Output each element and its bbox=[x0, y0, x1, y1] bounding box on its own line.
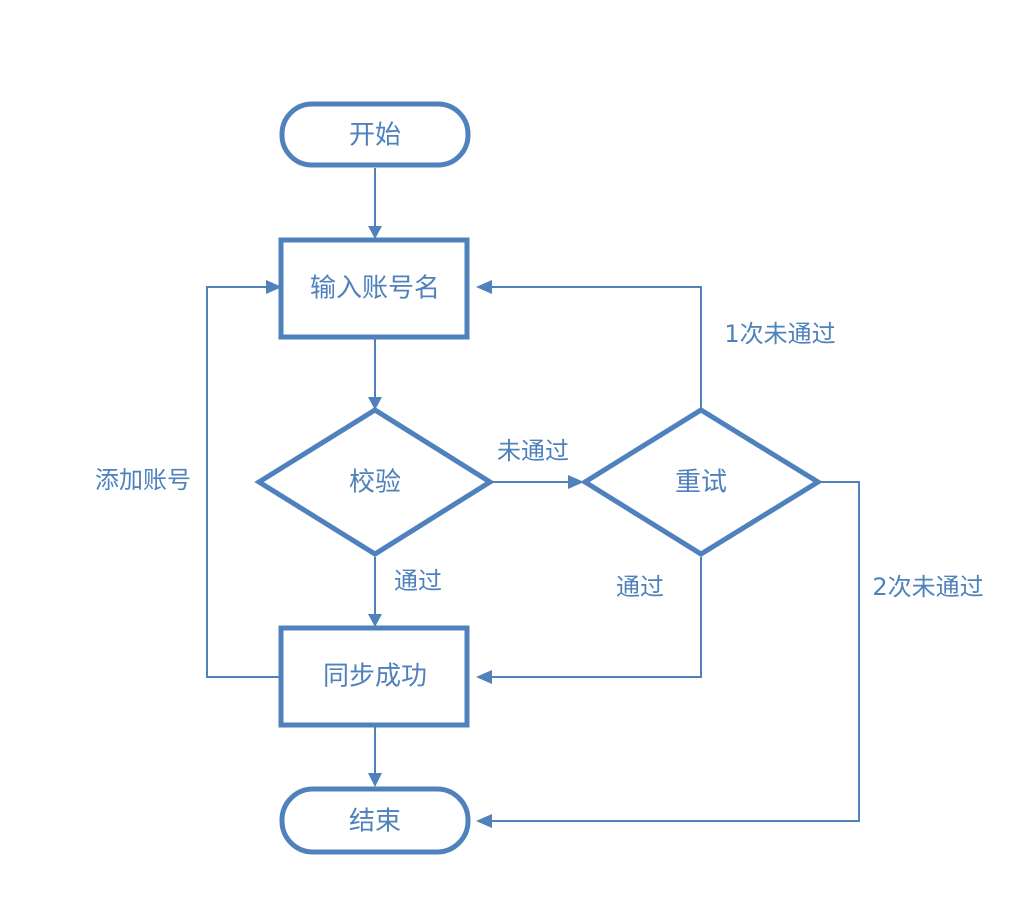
input-account-label: 输入账号名 bbox=[310, 274, 440, 304]
input-account-process bbox=[278, 237, 470, 340]
end-label: 结束 bbox=[349, 807, 401, 837]
sync-success-label: 同步成功 bbox=[323, 662, 427, 692]
edge-retry-passed bbox=[492, 557, 702, 678]
edge-retry-second-fail bbox=[492, 481, 860, 822]
label-add-account: 添加账号 bbox=[95, 466, 191, 494]
arrowhead-into-input-left bbox=[266, 280, 282, 294]
arrowhead-into-retry bbox=[568, 475, 584, 489]
label-second-fail: 2次未通过 bbox=[872, 573, 983, 601]
retry-label: 重试 bbox=[675, 468, 727, 498]
verify-decision bbox=[254, 407, 495, 557]
arrowhead-into-sync bbox=[368, 614, 382, 627]
retry-decision bbox=[580, 407, 823, 557]
arrowhead-into-input-right bbox=[476, 280, 492, 294]
arrowhead-into-end-right bbox=[476, 814, 492, 828]
label-passed-verify: 通过 bbox=[394, 567, 442, 595]
label-passed-retry: 通过 bbox=[616, 573, 664, 601]
sync-success-process bbox=[278, 625, 470, 728]
label-first-fail: 1次未通过 bbox=[724, 320, 835, 348]
verify-label: 校验 bbox=[349, 468, 401, 498]
arrowhead-into-end bbox=[368, 773, 382, 787]
arrowhead-into-verify bbox=[368, 397, 382, 410]
end-terminal bbox=[279, 786, 471, 855]
start-terminal bbox=[279, 101, 471, 168]
arrowhead-into-input bbox=[368, 226, 382, 239]
start-label: 开始 bbox=[349, 121, 401, 151]
edge-sync-add-account bbox=[206, 286, 280, 678]
edge-retry-first-fail bbox=[492, 286, 702, 408]
label-not-passed: 未通过 bbox=[497, 437, 569, 465]
arrowhead-into-sync-right bbox=[476, 670, 492, 684]
